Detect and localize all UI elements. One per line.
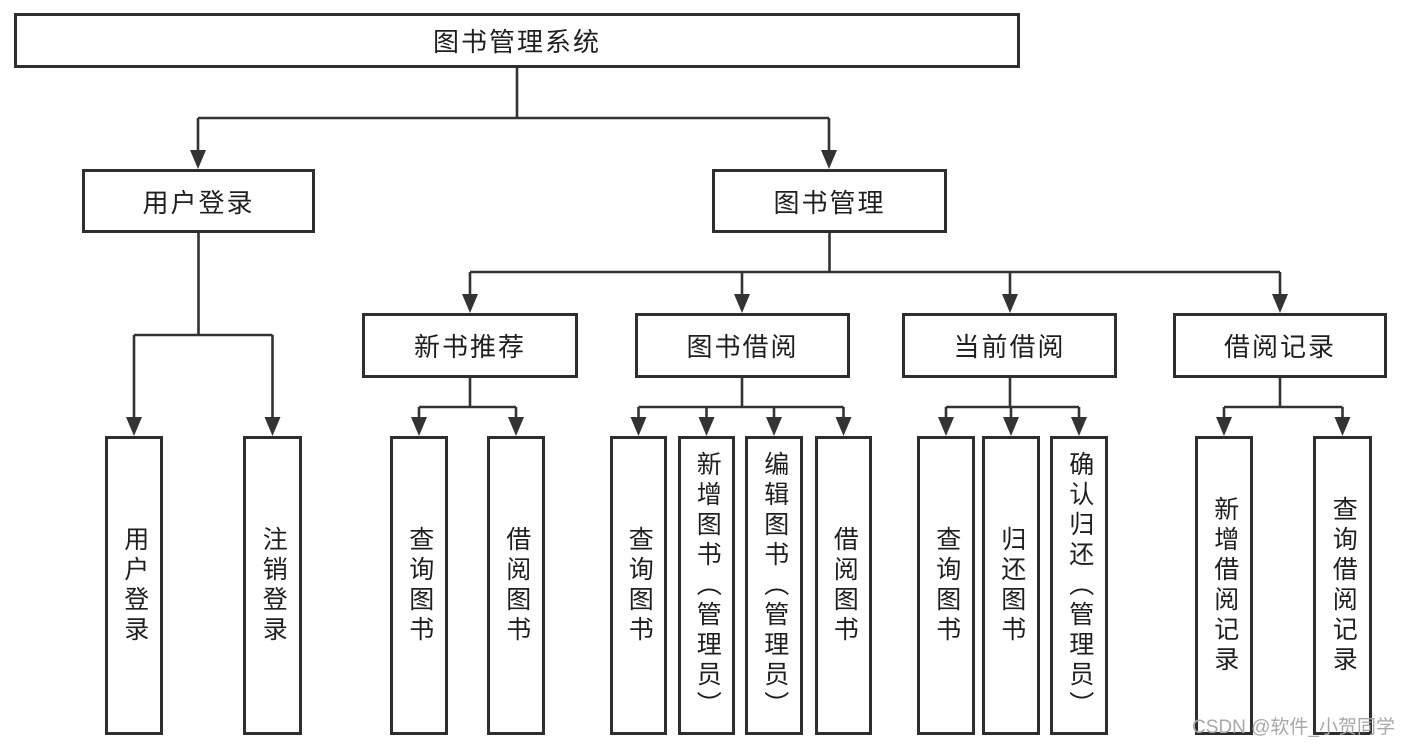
node-root-system: 图书管理系统 bbox=[14, 13, 1020, 68]
node-user-login: 用户登录 bbox=[82, 169, 315, 233]
leaf-bb-borrow-books: 借阅图书 bbox=[815, 436, 872, 735]
leaf-bb-add-books-admin: 新增图书（管理员） bbox=[678, 436, 735, 735]
leaf-cb-query-books: 查询图书 bbox=[917, 436, 975, 735]
node-new-book-recommend: 新书推荐 bbox=[362, 313, 578, 378]
node-borrow-records: 借阅记录 bbox=[1173, 313, 1387, 378]
node-current-borrow: 当前借阅 bbox=[902, 313, 1117, 378]
leaf-logout: 注销登录 bbox=[243, 436, 302, 735]
arrowheads bbox=[126, 150, 1351, 436]
leaf-nb-query-books: 查询图书 bbox=[390, 436, 448, 735]
leaf-br-add-record: 新增借阅记录 bbox=[1195, 436, 1253, 735]
leaf-br-query-record: 查询借阅记录 bbox=[1313, 436, 1372, 735]
leaf-bb-query-books: 查询图书 bbox=[610, 436, 667, 735]
csdn-watermark: CSDN @软件_小贺同学 bbox=[1192, 717, 1395, 738]
node-book-borrow: 图书借阅 bbox=[635, 313, 850, 378]
leaf-bb-edit-books-admin: 编辑图书（管理员） bbox=[745, 436, 803, 735]
node-book-management: 图书管理 bbox=[712, 169, 947, 233]
leaf-cb-return-books: 归还图书 bbox=[982, 436, 1040, 735]
leaf-cb-confirm-return-admin: 确认归还（管理员） bbox=[1050, 436, 1108, 735]
leaf-nb-borrow-books: 借阅图书 bbox=[487, 436, 545, 735]
leaf-user-login: 用户登录 bbox=[105, 436, 163, 735]
